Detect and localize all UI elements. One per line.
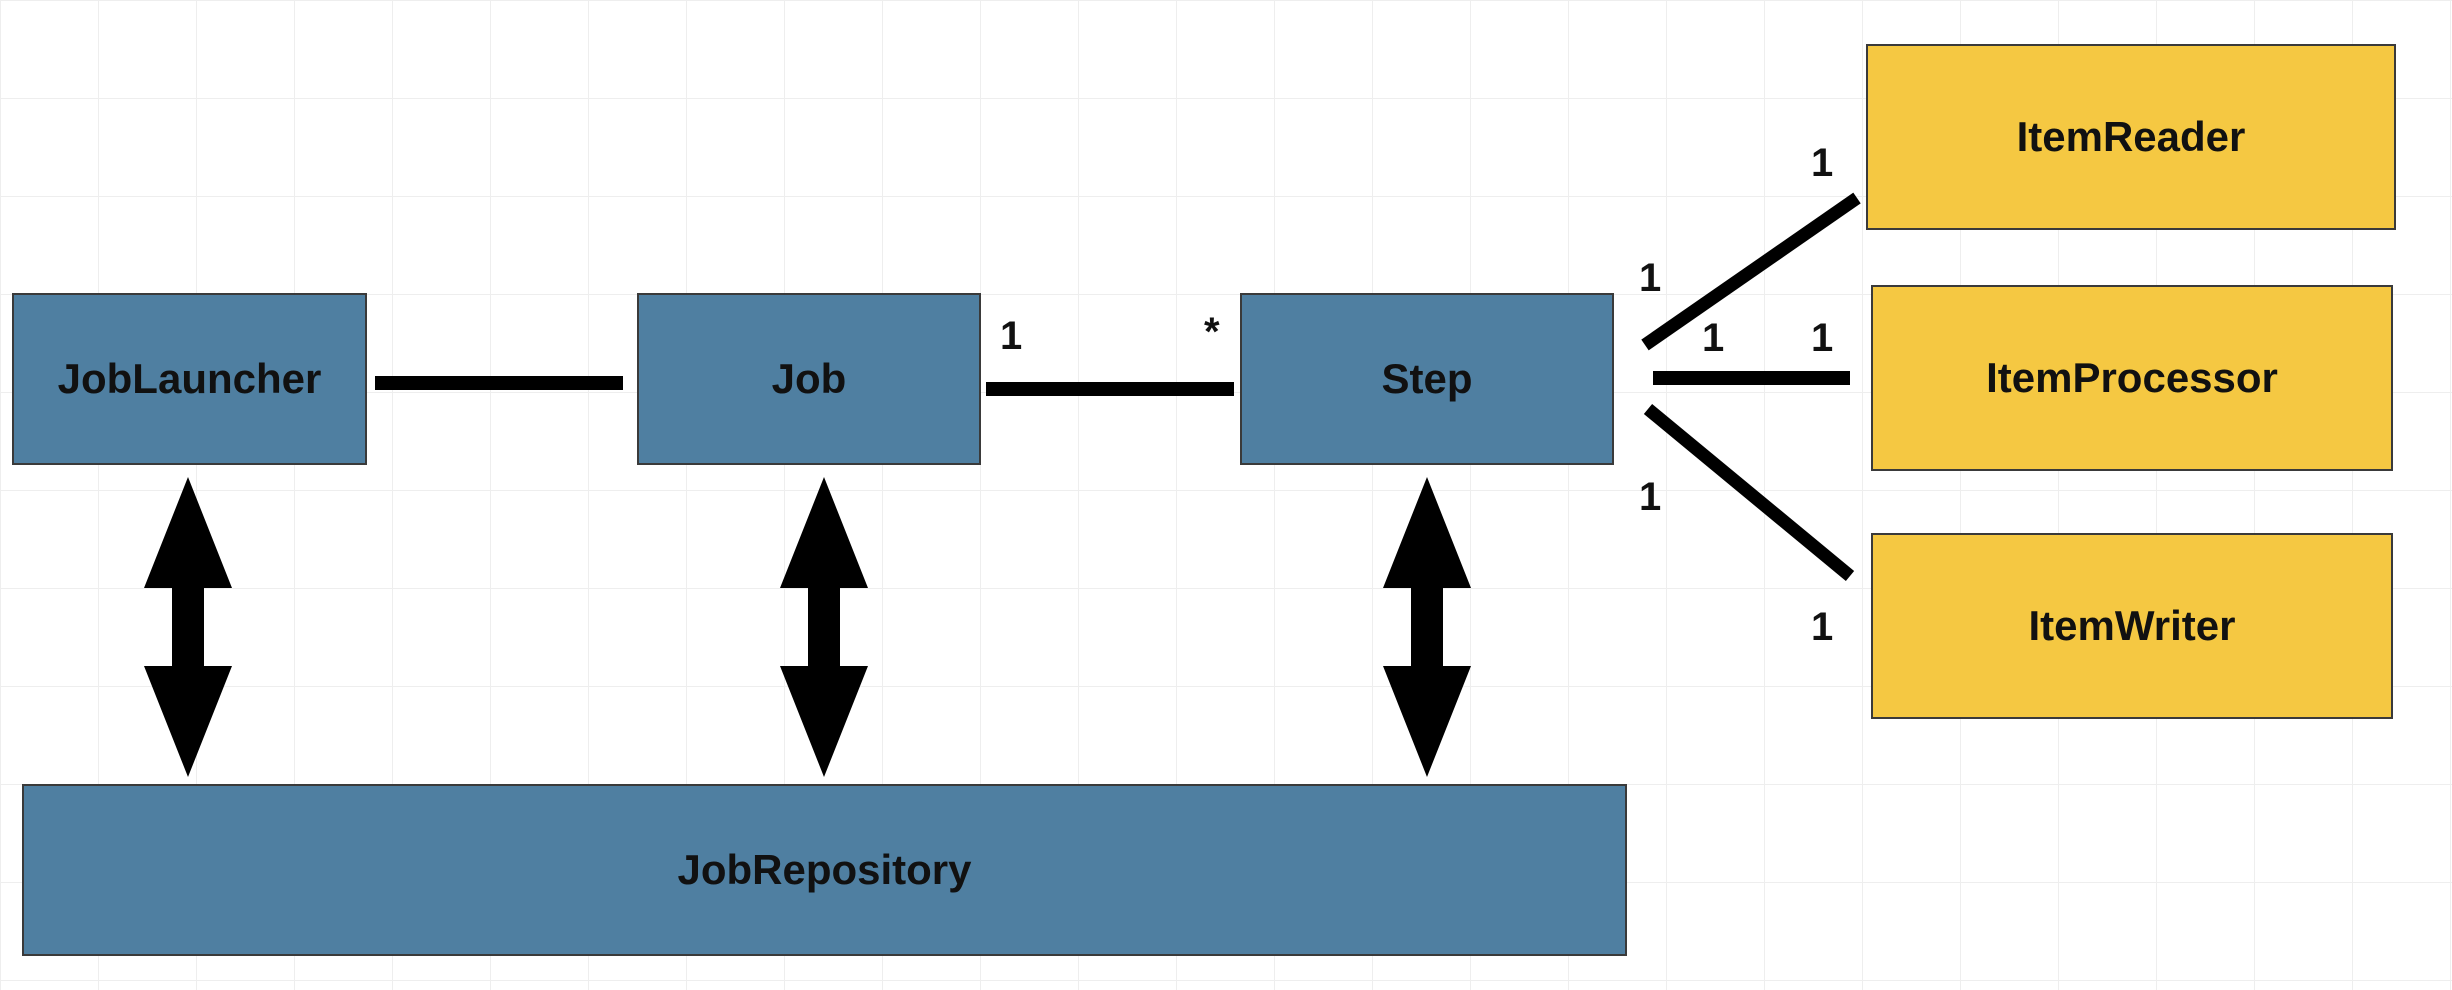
node-joblauncher: JobLauncher: [12, 293, 367, 465]
double-arrow-joblauncher-repository: [144, 477, 232, 777]
node-step-label: Step: [1381, 355, 1473, 402]
multiplicity-step-itemreader-from: 1: [1639, 256, 1662, 300]
node-itemprocessor-label: ItemProcessor: [1986, 354, 2278, 401]
node-itemreader-label: ItemReader: [2016, 113, 2246, 160]
double-arrow-job-repository: [780, 477, 868, 777]
node-job: Job: [637, 293, 981, 465]
node-itemreader: ItemReader: [1866, 44, 2396, 230]
node-itemprocessor: ItemProcessor: [1871, 285, 2393, 471]
node-itemwriter: ItemWriter: [1871, 533, 2393, 719]
node-joblauncher-label: JobLauncher: [57, 355, 322, 402]
multiplicity-step-itemwriter-from: 1: [1639, 475, 1662, 519]
node-itemwriter-label: ItemWriter: [2028, 602, 2236, 649]
double-arrow-step-repository: [1383, 477, 1471, 777]
edge-step-itemwriter: [1643, 403, 1855, 582]
node-job-label: Job: [771, 355, 847, 402]
edge-step-itemreader: [1641, 192, 1861, 351]
node-jobrepository: JobRepository: [22, 784, 1627, 956]
multiplicity-step-itemwriter-to: 1: [1811, 605, 1834, 649]
node-step: Step: [1240, 293, 1614, 465]
multiplicity-step-itemprocessor-to: 1: [1811, 316, 1834, 360]
multiplicity-step-itemprocessor-from: 1: [1702, 316, 1725, 360]
multiplicity-step-itemreader-to: 1: [1811, 141, 1834, 185]
multiplicity-job-step-to: *: [1204, 310, 1220, 354]
multiplicity-job-step-from: 1: [1000, 314, 1023, 358]
node-jobrepository-label: JobRepository: [677, 846, 972, 893]
